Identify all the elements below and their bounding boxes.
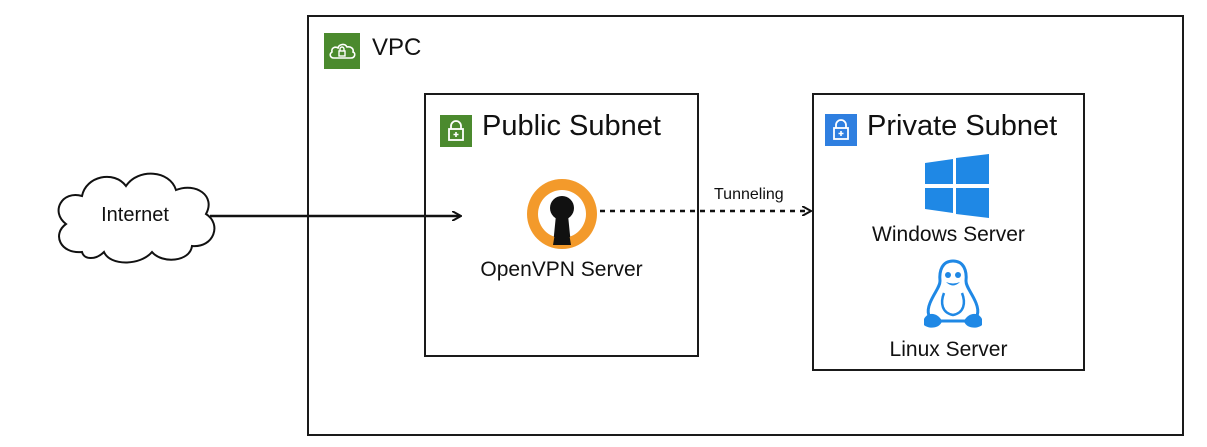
lock-icon bbox=[825, 114, 857, 146]
vpc-label: VPC bbox=[372, 34, 422, 61]
public-subnet-container: Public Subnet OpenVPN Server bbox=[424, 93, 699, 357]
vpc-cloud-lock-icon bbox=[324, 33, 360, 69]
lock-icon bbox=[440, 115, 472, 147]
openvpn-logo-icon bbox=[523, 175, 601, 253]
internet-label: Internet bbox=[101, 204, 169, 226]
public-subnet-label: Public Subnet bbox=[482, 110, 661, 142]
vpc-container: VPC bbox=[307, 15, 1184, 436]
openvpn-label: OpenVPN Server bbox=[480, 258, 643, 281]
private-subnet-container: Private Subnet Windows Server Linux Serv… bbox=[812, 93, 1085, 371]
private-subnet-label: Private Subnet bbox=[867, 110, 1058, 142]
internet-node: Internet bbox=[44, 160, 226, 272]
windows-logo-icon bbox=[923, 154, 991, 218]
windows-server-label: Windows Server bbox=[872, 223, 1025, 246]
linux-server-label: Linux Server bbox=[889, 338, 1008, 361]
cloud-icon bbox=[57, 172, 216, 264]
tunnel-label: Tunneling bbox=[714, 186, 784, 203]
linux-tux-icon bbox=[920, 259, 986, 331]
